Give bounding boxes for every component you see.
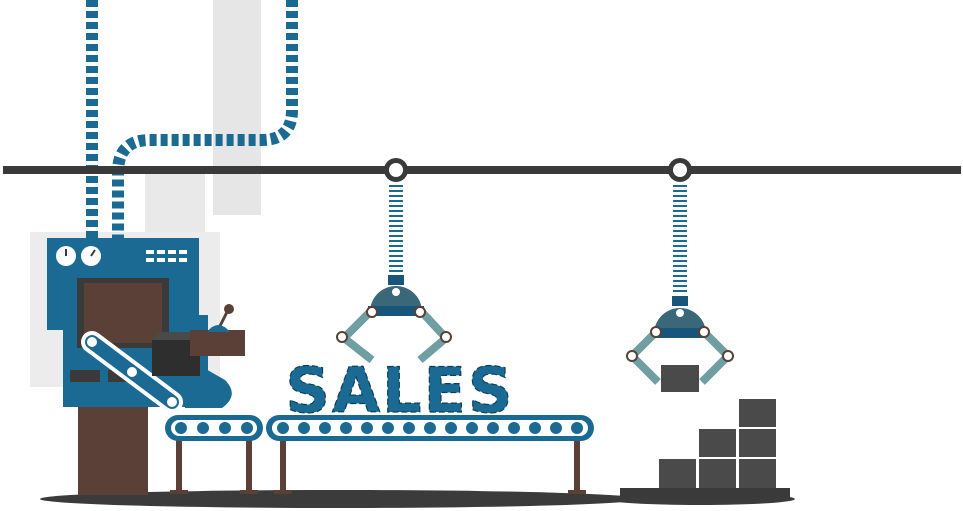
conveyor-small [165,415,263,441]
conveyor-main [266,415,594,441]
cable-ducts [86,0,298,240]
sales-machine [47,238,245,495]
lever-icon [190,304,245,356]
claw-icon [336,158,452,364]
machine-belt [81,331,183,413]
box-icon [661,365,699,392]
conveyor-legs [170,436,586,494]
machine-vents [146,250,187,262]
gauge-icon [56,246,101,266]
sales-word: SALES [285,354,514,427]
ground-shadow [40,490,640,508]
overhead-rail [3,166,961,174]
box-stack [620,399,790,498]
claw-icon [626,158,734,392]
